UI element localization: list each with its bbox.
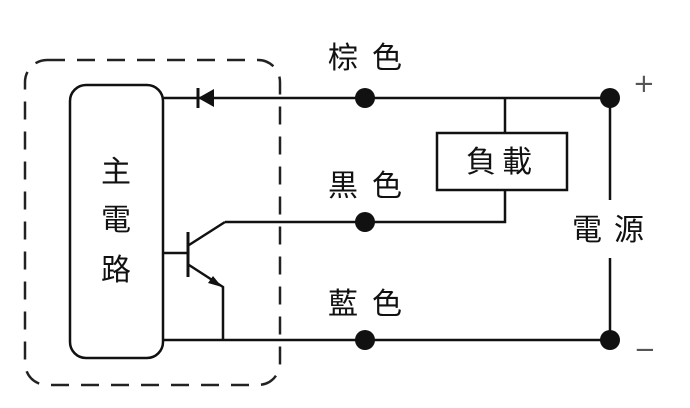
terminal-power-plus <box>600 88 620 108</box>
main-circuit-char-1: 主 <box>101 155 131 190</box>
load-box <box>435 131 569 192</box>
plus-sign: + <box>633 69 655 99</box>
main-circuit-char-3: 路 <box>101 253 131 288</box>
wires <box>163 96 612 342</box>
terminal-power-minus <box>600 330 620 350</box>
power-label: 電源 <box>572 213 656 248</box>
transistor-collector <box>188 220 226 247</box>
terminal-black <box>355 212 375 232</box>
terminal-blue <box>355 330 375 350</box>
black-label: 黒色 <box>328 169 416 204</box>
main-circuit-char-2: 電 <box>101 203 131 238</box>
brown-label: 棕色 <box>328 41 416 76</box>
terminals <box>355 88 620 350</box>
terminal-brown <box>355 88 375 108</box>
blue-label: 藍色 <box>328 287 416 322</box>
load-label: 負載 <box>466 145 538 180</box>
minus-sign: − <box>634 335 656 365</box>
sensor-dashed-boundary <box>23 58 282 387</box>
transistor-emitter <box>188 263 225 340</box>
diode-icon <box>196 88 214 108</box>
emitter-arrow <box>208 276 222 287</box>
black-wire <box>225 190 507 224</box>
main-circuit-box <box>68 83 165 360</box>
